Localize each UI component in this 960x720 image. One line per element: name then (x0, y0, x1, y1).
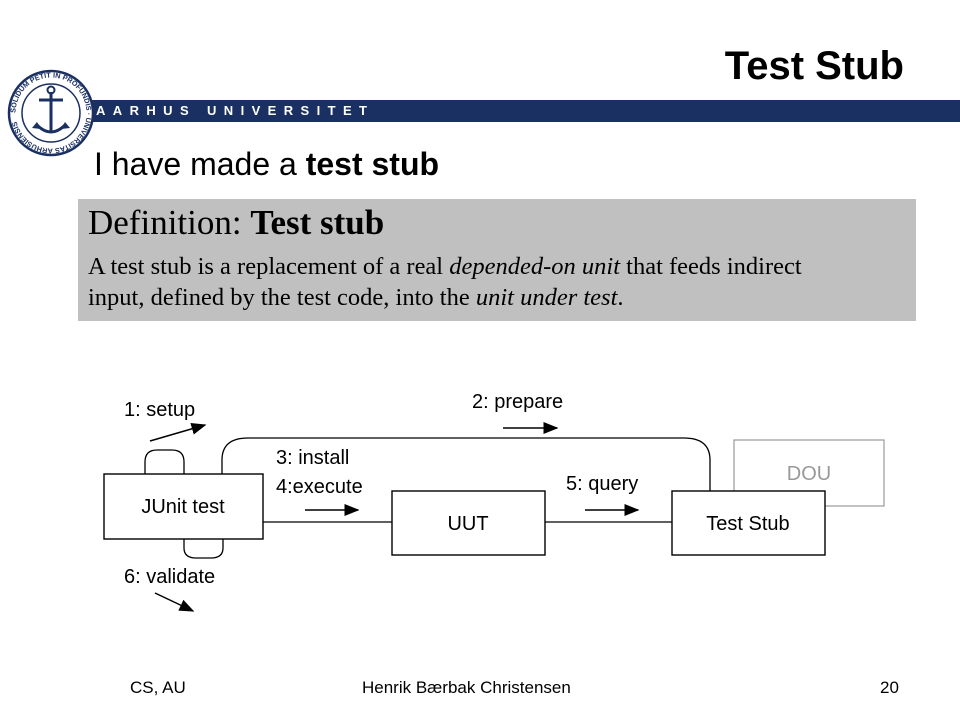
definition-line-1-italic: depended-on unit (449, 253, 621, 280)
header-band (88, 100, 960, 122)
validate-loop (183, 538, 224, 559)
definition-heading-term: Test stub (250, 203, 385, 242)
test-stub-diagram: DOU JUnit test UUT Test Stub 1: setup 2:… (103, 391, 885, 612)
definition-line-1: A test stub is a replacement of a real d… (88, 252, 802, 282)
test-stub-box (671, 490, 826, 556)
definition-heading-prefix: Definition: (88, 203, 251, 242)
definition-line-1-prefix: A test stub is a replacement of a real (88, 253, 450, 280)
uut-box (391, 490, 546, 556)
definition-line-2-italic: unit under test (475, 284, 618, 311)
validate-label: 6: validate (124, 566, 215, 588)
test-stub-label: Test Stub (706, 513, 789, 535)
university-seal-icon: SOLIDUM PETIT IN PROFUNDIS · UNIVERSITAS… (7, 69, 95, 157)
definition-line-2-prefix: input, defined by the test code, into th… (88, 284, 476, 311)
junit-box (103, 473, 264, 540)
uut-label: UUT (447, 513, 488, 535)
definition-heading: Definition: Test stub (88, 202, 384, 244)
dou-label: DOU (787, 463, 831, 485)
footer-author: Henrik Bærbak Christensen (362, 678, 571, 697)
intro-prefix: I have made a (94, 146, 306, 182)
footer-course: CS, AU (130, 678, 186, 697)
setup-arrow (149, 423, 207, 442)
query-label: 5: query (566, 473, 638, 495)
definition-line-1-suffix: that feeds indirect (620, 253, 802, 280)
slide-title: Test Stub (724, 44, 904, 88)
junit-label: JUnit test (141, 496, 225, 518)
intro-text: I have made a test stub (94, 144, 439, 184)
footer-page-number: 20 (880, 678, 899, 697)
setup-label: 1: setup (124, 399, 195, 421)
intro-bold: test stub (305, 146, 440, 182)
definition-line-2-suffix: . (617, 284, 624, 311)
definition-line-2: input, defined by the test code, into th… (88, 283, 624, 313)
university-name: AARHUS UNIVERSITET (96, 103, 375, 118)
setup-loop (144, 449, 185, 476)
execute-label: 4:execute (276, 476, 363, 498)
definition-box (78, 199, 916, 321)
validate-arrow (154, 592, 195, 612)
prepare-label: 2: prepare (472, 391, 563, 413)
install-label: 3: install (276, 447, 349, 469)
prepare-connector (221, 437, 711, 492)
